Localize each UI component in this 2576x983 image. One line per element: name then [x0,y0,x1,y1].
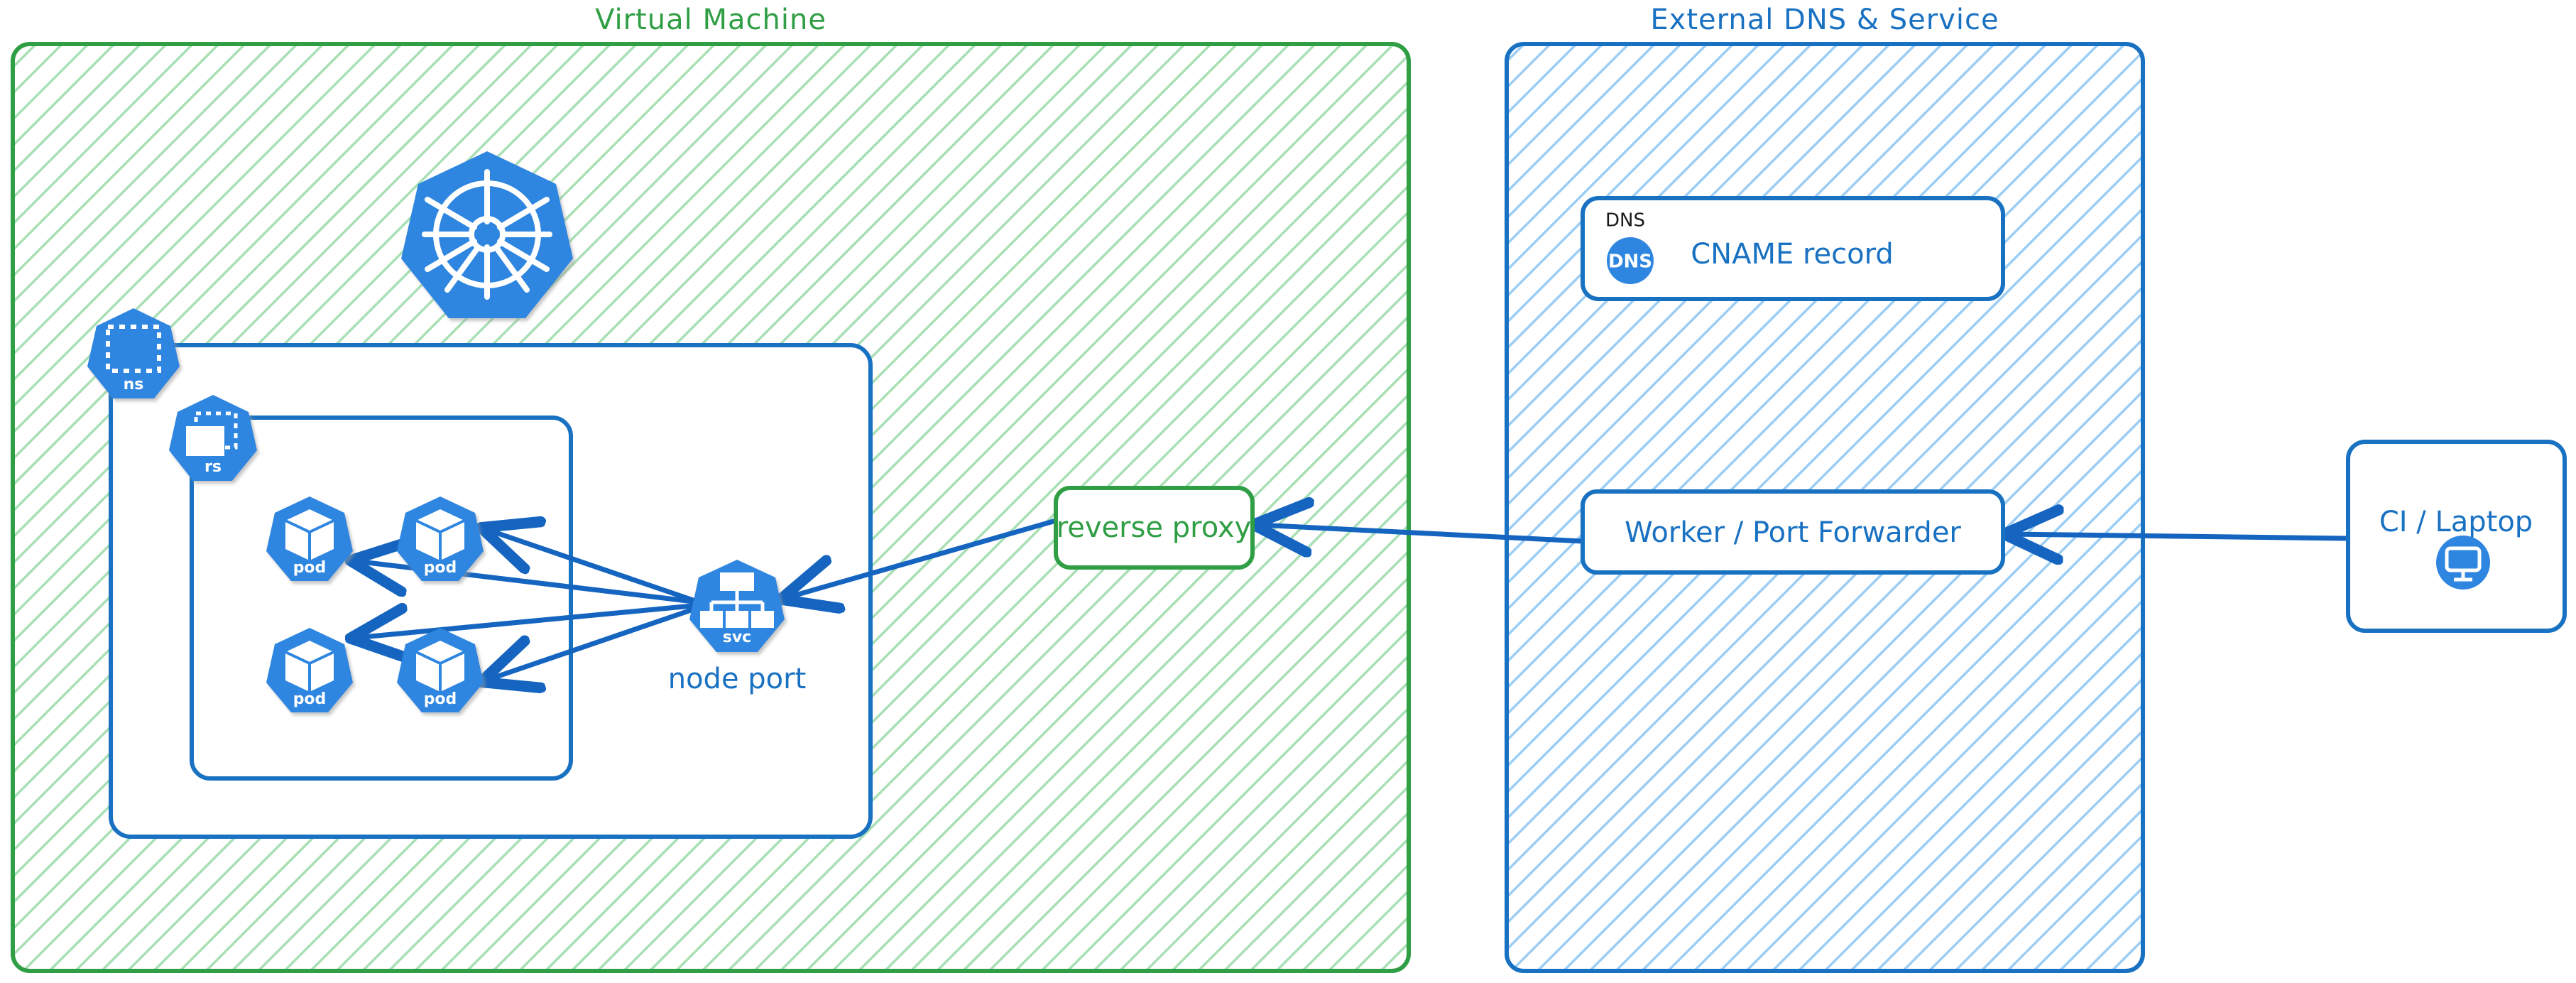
ci-laptop[interactable]: CI / Laptop [2346,440,2567,633]
pod-1: pod [266,496,353,581]
pod-4-label: pod [424,690,457,708]
ci-laptop-box[interactable] [2346,440,2567,633]
dashed-square-icon [106,325,161,373]
pod-box-icon [415,641,465,692]
dns-badge-icon [1607,237,1654,284]
pod-box-icon [285,641,334,692]
worker-port-forwarder-box[interactable] [1581,489,2005,575]
group-external-dns-service: External DNS & Service [1505,4,2145,973]
worker-port-forwarder[interactable]: Worker / Port Forwarder [1581,489,2005,575]
worker-port-forwarder-label: Worker / Port Forwarder [1625,516,1961,549]
arrow-svc-to-pod-4 [486,604,702,680]
dns-badge-label: DNS [1608,251,1652,273]
ci-laptop-label: CI / Laptop [2379,506,2533,538]
pod-3-label: pod [293,690,327,708]
namespace-icon-label: ns [124,376,144,393]
external-dns-title: External DNS & Service [1650,4,1999,36]
pod-box-icon [285,509,334,560]
service-tree-icon [700,572,774,628]
kubernetes-logo [401,151,573,318]
arrow-svc-to-pod-2 [486,529,702,605]
virtual-machine-title: Virtual Machine [595,4,826,36]
replicaset-solid-square-icon [186,426,224,456]
reverse-proxy[interactable]: reverse proxy [1054,486,1255,570]
reverse-proxy-box[interactable] [1054,486,1255,570]
node-port-label: node port [668,663,807,695]
dns-card[interactable]: DNS DNS CNAME record [1581,196,2005,301]
arrow-svc-to-pod-3 [355,602,702,638]
arrow-ci-to-worker [2009,534,2351,538]
namespace-icon: ns [87,308,180,398]
arrow-worker-to-reverse-proxy [1258,525,1586,541]
service-icon-label: svc [723,629,751,646]
dns-card-box[interactable] [1581,196,2005,301]
dns-card-label: CNAME record [1691,238,1894,271]
reverse-proxy-label: reverse proxy [1057,511,1252,544]
replicaset-icon-label: rs [204,458,222,476]
pod-2-label: pod [424,559,457,577]
pod-3: pod [266,628,353,712]
service-icon: svc [689,560,785,652]
replicaset-container [190,416,573,781]
dns-card-sublabel: DNS [1605,210,1645,232]
desktop-monitor-icon [2436,536,2490,590]
arrow-reverse-proxy-to-service [785,518,1059,598]
replicaset-icon: rs [169,395,257,481]
pod-1-label: pod [293,559,327,577]
pod-box-icon [415,509,465,560]
pod-4: pod [397,628,484,712]
pod-2: pod [397,496,484,581]
